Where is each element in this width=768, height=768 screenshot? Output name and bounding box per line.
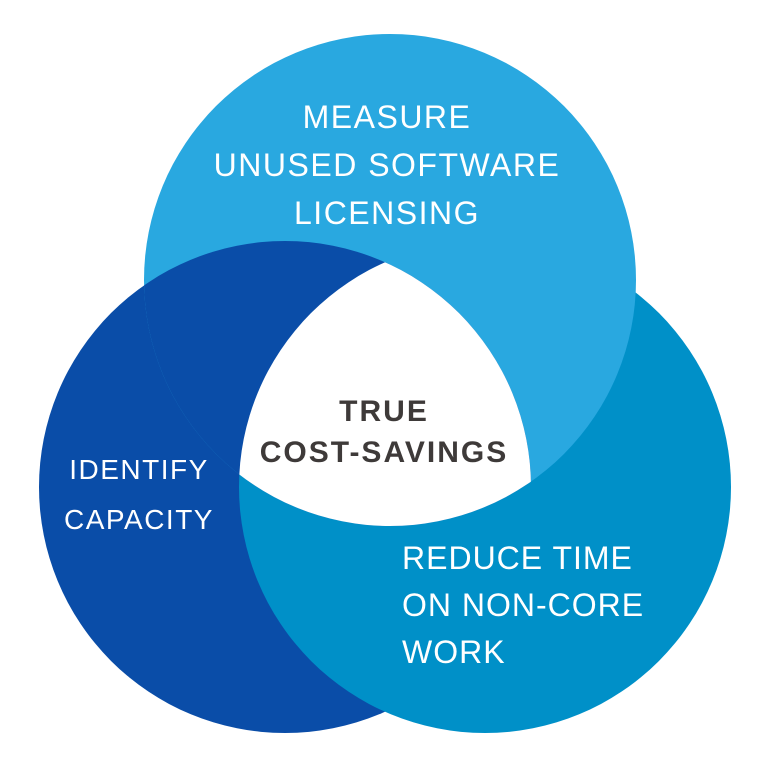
left-over-top-overlap — [144, 241, 531, 526]
left-circle-label: IDENTIFY CAPACITY — [64, 445, 214, 545]
center-label-line1: TRUE — [339, 395, 429, 428]
right-circle-label-line1: REDUCE TIME — [402, 540, 633, 576]
top-circle-label-line2: UNUSED SOFTWARE — [213, 147, 561, 183]
right-circle-label-line2: ON NON-CORE — [402, 587, 645, 623]
left-circle-label-line2: CAPACITY — [64, 504, 214, 535]
left-circle-label-line1: IDENTIFY — [69, 454, 209, 485]
top-circle-label: MEASURE UNUSED SOFTWARE LICENSING — [214, 93, 561, 237]
center-label-line2: COST-SAVINGS — [259, 436, 509, 469]
center-label: TRUE COST-SAVINGS — [260, 391, 508, 473]
top-circle-label-line3: LICENSING — [294, 195, 480, 231]
right-circle-label: REDUCE TIME ON NON-CORE WORK — [402, 535, 644, 676]
right-circle-label-line3: WORK — [402, 634, 506, 670]
top-circle-label-line1: MEASURE — [302, 99, 472, 135]
